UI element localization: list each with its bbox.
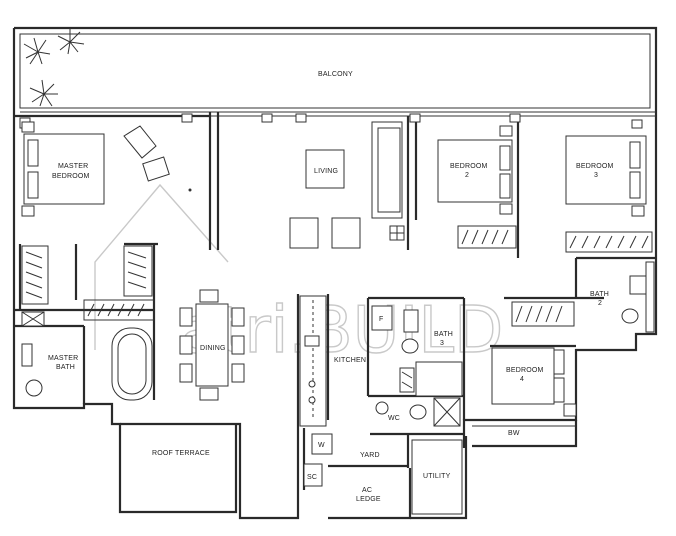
room-label-bedroom-4: BEDROOM bbox=[506, 367, 544, 374]
watermark-text: atri.BUILD bbox=[180, 294, 503, 368]
master-bath: MASTER BATH bbox=[21, 311, 153, 401]
room-label-living: LIVING bbox=[314, 168, 338, 175]
bed bbox=[491, 347, 555, 405]
bed bbox=[437, 139, 513, 203]
dining-table bbox=[195, 303, 229, 387]
room-label-bath-3: BATH bbox=[434, 331, 453, 338]
bath-2: BATH 2 bbox=[590, 261, 655, 333]
armchair bbox=[331, 217, 361, 249]
bed bbox=[565, 135, 647, 205]
room-label-master-bedroom-1: MASTER bbox=[58, 163, 88, 170]
room-label-kitchen: KITCHEN bbox=[334, 357, 366, 364]
bathtub-icon bbox=[111, 327, 153, 401]
room-label-bedroom-2: BEDROOM bbox=[450, 163, 488, 170]
room-label-wc: WC bbox=[388, 415, 400, 422]
room-label-master-bedroom-2: BEDROOM bbox=[52, 173, 90, 180]
room-label-master-bath-1: MASTER bbox=[48, 355, 78, 362]
room-label-bath-2-num: 2 bbox=[598, 300, 602, 307]
armchair bbox=[289, 217, 319, 249]
room-label-bath-2: BATH bbox=[590, 291, 609, 298]
master-bed bbox=[23, 133, 105, 205]
room-label-bedroom-4-num: 4 bbox=[520, 376, 524, 383]
palm-plant-icon bbox=[23, 28, 85, 107]
room-label-bedroom-3-num: 3 bbox=[594, 172, 598, 179]
bedroom-4: BEDROOM 4 BW bbox=[472, 347, 577, 437]
room-label-bw: BW bbox=[508, 430, 520, 437]
master-bedroom: MASTER BEDROOM bbox=[21, 121, 192, 217]
room-label-ac-ledge-1: AC bbox=[362, 487, 372, 494]
room-label-bedroom-3: BEDROOM bbox=[576, 163, 614, 170]
room-label-fridge: F bbox=[379, 316, 383, 323]
room-label-utility: UTILITY bbox=[423, 473, 451, 480]
bedroom-2: BEDROOM 2 bbox=[437, 125, 513, 215]
room-label-bath-3-num: 3 bbox=[440, 340, 444, 347]
room-label-yard: YARD bbox=[360, 452, 380, 459]
armchair-icon bbox=[123, 125, 170, 182]
service-areas: ROOF TERRACE YARD UTILITY AC LEDGE bbox=[152, 439, 463, 515]
sofa bbox=[371, 121, 403, 219]
room-label-w: W bbox=[318, 442, 325, 449]
wardrobes bbox=[21, 225, 653, 327]
bath-3: F BATH 3 WC bbox=[371, 305, 463, 427]
bedroom-3: BEDROOM 3 bbox=[565, 135, 647, 217]
dining-area: DINING bbox=[179, 289, 245, 401]
room-label-master-bath-2: BATH bbox=[56, 364, 75, 371]
watermark-house-icon bbox=[94, 183, 229, 350]
sink-icon bbox=[304, 335, 320, 347]
room-label-dining: DINING bbox=[200, 345, 226, 352]
living-room: LIVING bbox=[289, 121, 405, 249]
room-label-bedroom-2-num: 2 bbox=[465, 172, 469, 179]
room-label-sc: SC bbox=[307, 474, 317, 481]
room-label-ac-ledge-2: LEDGE bbox=[356, 496, 381, 503]
stove-icon bbox=[308, 380, 316, 388]
room-label-roof-terrace: ROOF TERRACE bbox=[152, 450, 210, 457]
outer-walls bbox=[12, 26, 658, 520]
watermark: atri.BUILD bbox=[94, 183, 504, 369]
kitchen: KITCHEN W SC bbox=[299, 295, 366, 487]
interior-walls bbox=[14, 112, 656, 490]
room-label-balcony: BALCONY bbox=[318, 71, 353, 78]
